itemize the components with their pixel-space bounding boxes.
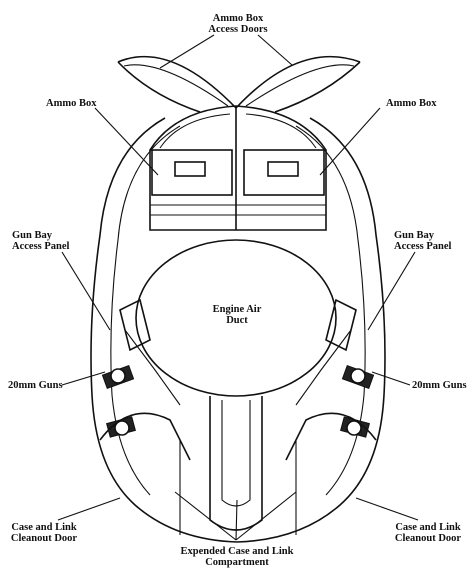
- label-gun-bay-access-panel-left: Gun Bay Access Panel: [12, 230, 69, 252]
- label-expended-line1: Expended Case and Link: [180, 546, 294, 557]
- engine-air-duct-shape: [135, 239, 337, 397]
- label-engine-air-duct-line2: Duct: [226, 315, 248, 326]
- label-cleanout-door-right: Case and Link Cleanout Door: [384, 522, 472, 544]
- label-gun-bay-right-line1: Gun Bay: [394, 230, 434, 241]
- label-cleanout-left-line1: Case and Link: [11, 522, 77, 533]
- label-expended-case-compartment: Expended Case and Link Compartment: [172, 546, 302, 568]
- label-ammo-box-access-doors-line2: Access Doors: [208, 24, 268, 35]
- ammo-box-right-shape: [243, 149, 325, 196]
- label-cleanout-right-line2: Cleanout Door: [394, 533, 462, 544]
- label-ammo-box-left: Ammo Box: [46, 98, 97, 109]
- label-ammo-box-right: Ammo Box: [386, 98, 437, 109]
- label-gun-bay-access-panel-right: Gun Bay Access Panel: [394, 230, 451, 252]
- label-expended-line2: Compartment: [205, 557, 269, 568]
- ammo-box-left-shape: [151, 149, 233, 196]
- left-door-inner: [117, 61, 201, 113]
- right-door-inner: [274, 61, 361, 113]
- label-ammo-box-access-doors-line1: Ammo Box: [212, 13, 264, 24]
- label-cleanout-door-left: Case and Link Cleanout Door: [0, 522, 88, 544]
- label-20mm-guns-right: 20mm Guns: [412, 380, 467, 391]
- label-gun-bay-right-line2: Access Panel: [394, 241, 452, 252]
- right-gun-assembly: [285, 298, 377, 461]
- label-gun-bay-left-line1: Gun Bay: [12, 230, 52, 241]
- label-cleanout-left-line2: Cleanout Door: [10, 533, 78, 544]
- label-gun-bay-left-line2: Access Panel: [12, 241, 70, 252]
- fuselage-outer-shell: [90, 117, 386, 543]
- label-20mm-guns-left: 20mm Guns: [8, 380, 63, 391]
- label-cleanout-right-line1: Case and Link: [395, 522, 461, 533]
- label-engine-air-duct-line1: Engine Air: [212, 304, 262, 315]
- expended-compartment-shape: [209, 396, 263, 531]
- ammo-compartment: [149, 105, 327, 231]
- label-ammo-box-access-doors: Ammo Box Access Doors: [200, 13, 276, 35]
- label-engine-air-duct: Engine Air Duct: [206, 304, 268, 326]
- left-gun-assembly: [99, 298, 191, 461]
- access-doors-outline: [117, 55, 361, 110]
- leader-lines: [57, 34, 419, 541]
